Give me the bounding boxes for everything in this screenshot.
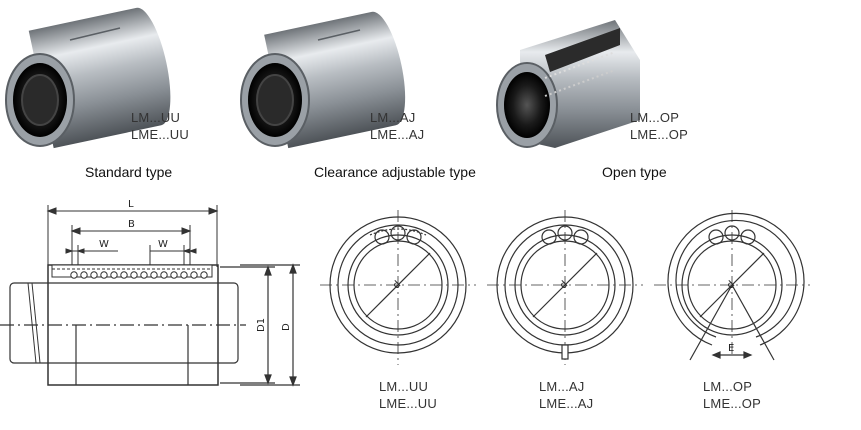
section-aj-codes: LM...AJ LME...AJ: [539, 378, 593, 412]
adjustable-code-lme: LME...AJ: [370, 127, 425, 142]
open-code-lme: LME...OP: [630, 127, 688, 142]
open-codes: LM...OP LME...OP: [630, 109, 688, 143]
product-photo-standard: [5, 7, 640, 149]
label-standard-type: Standard type: [85, 164, 173, 180]
cross-sections-drawing: d d d E: [320, 210, 810, 365]
section-aj-code-lme: LME...AJ: [539, 396, 594, 411]
dim-label-d1: D1: [256, 318, 267, 332]
dim-label-e: E: [728, 343, 734, 354]
label-open-type: Open type: [602, 164, 667, 180]
dim-label-l: L: [128, 199, 134, 210]
standard-code-lme: LME...UU: [131, 127, 189, 142]
section-aj-code-lm: LM...AJ: [539, 379, 585, 394]
section-uu-code-lme: LME...UU: [379, 396, 437, 411]
dim-label-w-right: W: [158, 239, 168, 250]
open-bearing-illustration: [496, 20, 640, 148]
adjustable-codes: LM...AJ LME...AJ: [370, 109, 424, 143]
section-op-code-lme: LME...OP: [703, 396, 761, 411]
open-code-lm: LM...OP: [630, 110, 680, 125]
section-uu-code-lm: LM...UU: [379, 379, 429, 394]
label-clearance-adjustable-type: Clearance adjustable type: [314, 164, 476, 180]
section-uu-codes: LM...UU LME...UU: [379, 378, 437, 412]
dim-label-d: D: [281, 323, 292, 331]
section-op-code-lm: LM...OP: [703, 379, 753, 394]
adjustable-code-lm: LM...AJ: [370, 110, 416, 125]
adjustable-bearing-illustration: [240, 11, 406, 149]
standard-bearing-illustration: [5, 7, 171, 149]
standard-code-lm: LM...UU: [131, 110, 181, 125]
dim-label-b: B: [128, 219, 135, 230]
section-op-codes: LM...OP LME...OP: [703, 378, 761, 412]
section-op: [654, 210, 810, 361]
section-aj: [487, 210, 643, 365]
standard-codes: LM...UU LME...UU: [131, 109, 189, 143]
side-section-drawing: L B W W D1 D: [0, 199, 300, 387]
dim-label-w-left: W: [99, 239, 109, 250]
section-uu: [320, 210, 476, 365]
